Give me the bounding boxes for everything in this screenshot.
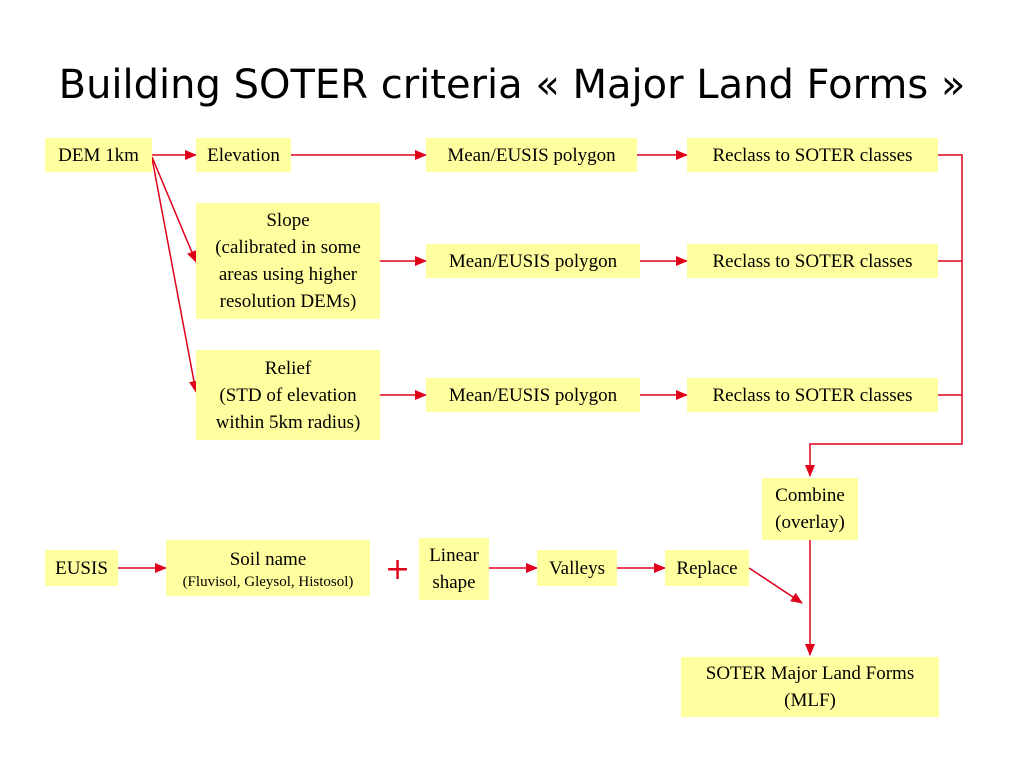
node-dem-1km: DEM 1km <box>45 138 152 172</box>
node-mean-eusis-2-label: Mean/EUSIS polygon <box>448 250 618 272</box>
node-soter-mlf-line-2: (MLF) <box>784 690 836 711</box>
node-relief-line-3: within 5km radius) <box>215 411 361 433</box>
node-valleys-label: Valleys <box>549 557 605 579</box>
node-linear-shape: Linear shape <box>419 538 489 600</box>
node-relief: Relief (STD of elevation within 5km radi… <box>196 350 380 440</box>
node-linear-shape-line-1: Linear <box>429 545 479 566</box>
node-soter-mlf: SOTER Major Land Forms (MLF) <box>681 657 939 717</box>
node-mean-eusis-1: Mean/EUSIS polygon <box>426 138 637 172</box>
node-mean-eusis-2: Mean/EUSIS polygon <box>426 244 640 278</box>
node-combine: Combine (overlay) <box>762 478 858 540</box>
node-dem-1km-label: DEM 1km <box>58 144 139 166</box>
node-relief-line-2: (STD of elevation <box>219 384 357 406</box>
node-slope: Slope (calibrated in some areas using hi… <box>196 203 380 319</box>
node-mean-eusis-1-label: Mean/EUSIS polygon <box>447 144 616 166</box>
node-elevation: Elevation <box>196 138 291 172</box>
node-reclass-3: Reclass to SOTER classes <box>687 378 938 412</box>
node-slope-line-1: Slope <box>266 210 310 231</box>
arrow-dem-relief <box>151 157 199 393</box>
node-reclass-3-label: Reclass to SOTER classes <box>712 384 913 406</box>
node-slope-line-2: (calibrated in some <box>215 237 361 258</box>
node-relief-line-1: Relief <box>264 357 312 379</box>
node-replace: Replace <box>665 550 749 586</box>
node-valleys: Valleys <box>537 550 617 586</box>
node-reclass-2: Reclass to SOTER classes <box>687 244 938 278</box>
node-mean-eusis-3: Mean/EUSIS polygon <box>426 378 640 412</box>
node-soil-name-line-1: Soil name <box>229 548 307 570</box>
node-slope-line-4: resolution DEMs) <box>219 291 357 312</box>
node-combine-line-2: (overlay) <box>775 512 845 533</box>
node-linear-shape-line-2: shape <box>432 572 476 593</box>
node-eusis-label: EUSIS <box>55 557 108 579</box>
node-reclass-1: Reclass to SOTER classes <box>687 138 938 172</box>
node-elevation-label: Elevation <box>207 144 280 166</box>
node-soil-name-line-2: (Fluvisol, Gleysol, Histosol) <box>182 573 354 590</box>
node-mean-eusis-3-label: Mean/EUSIS polygon <box>448 384 618 406</box>
node-eusis: EUSIS <box>45 550 118 586</box>
arrow-replace-merge <box>748 567 803 604</box>
node-reclass-2-label: Reclass to SOTER classes <box>712 250 913 272</box>
node-replace-label: Replace <box>676 557 738 579</box>
page-title: Building SOTER criteria « Major Land For… <box>58 62 966 108</box>
node-reclass-1-label: Reclass to SOTER classes <box>712 144 913 166</box>
arrow-dem-slope <box>151 156 197 263</box>
node-slope-line-3: areas using higher <box>218 264 358 285</box>
node-soter-mlf-line-1: SOTER Major Land Forms <box>705 663 915 684</box>
connector-reclass-merge <box>805 154 963 477</box>
node-combine-line-1: Combine <box>775 485 845 506</box>
plus-sign: + <box>385 552 411 587</box>
node-soil-name: Soil name (Fluvisol, Gleysol, Histosol) <box>166 540 370 596</box>
